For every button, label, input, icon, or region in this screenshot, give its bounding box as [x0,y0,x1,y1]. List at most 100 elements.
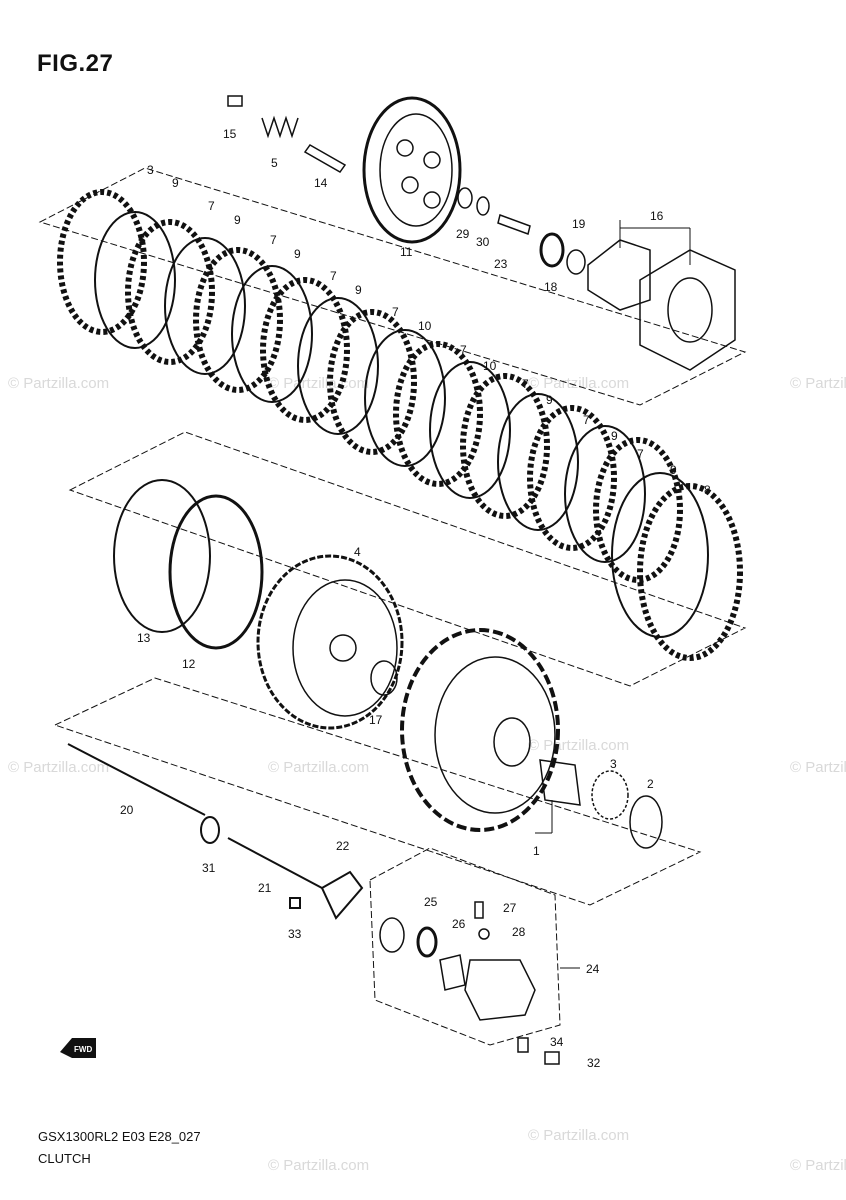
driven-plate [94,211,176,349]
callout-13: 13 [137,631,151,645]
clutch-plate-stack [57,189,743,661]
fwd-label: FWD [74,1045,92,1054]
drive-plate-no2 [637,483,743,661]
callout-16: 16 [650,209,664,223]
driven-plate [497,393,579,531]
watermark-text: © Partzilla.com [790,1157,846,1174]
cylinder-body [464,959,536,1021]
watermark-text: © Partzilla.com [268,759,369,776]
drive-plate [327,309,417,455]
hub-center [329,634,357,662]
callout-25: 25 [424,895,438,909]
driven-plate [611,472,709,638]
pressure-plate-inner [379,113,453,227]
callout-18: 18 [544,280,558,294]
callout-10: 10 [418,319,432,333]
push-piece [200,816,220,844]
driven-plate [231,265,313,403]
callout-9: 9 [294,247,301,261]
watermark-text: © Partzilla.com [790,759,846,776]
gear-hub [667,277,713,343]
callout-10: 10 [483,359,497,373]
thrust-washer [629,795,663,849]
watermark-text: © Partzilla.com [8,375,109,392]
callout-labels: 3 9 7 9 7 9 7 9 7 10 7 10 7 9 7 9 7 9 8 … [120,127,711,1070]
callout-4: 4 [354,545,361,559]
callout-23: 23 [494,257,508,271]
watermark-text: © Partzilla.com [268,1157,369,1174]
callout-21: 21 [258,881,272,895]
lower-plate-group-box [68,431,747,687]
drive-plate [125,219,215,365]
callout-12: 12 [182,657,196,671]
callout-20: 20 [120,803,134,817]
watermark-text: © Partzilla.com [790,375,846,392]
callout-9: 9 [611,429,618,443]
snap-rings [113,479,264,650]
pressure-plate [362,96,462,244]
wire-ring [113,479,211,633]
callout-24: 24 [586,962,600,976]
callout-7: 7 [270,233,277,247]
callout-14: 14 [314,176,328,190]
drive-plate [593,437,683,583]
callout-3: 3 [610,757,617,771]
pressure-plate-assembly [227,95,736,371]
driven-plate [564,425,646,563]
cylinder-bolt [544,1051,560,1065]
callout-7: 7 [330,269,337,283]
callout-3: 3 [147,163,154,177]
bleeder-valve [474,901,484,919]
fwd-arrow-icon: FWD [60,1038,96,1058]
drive-plate [393,341,483,487]
drive-plate [57,189,147,335]
callout-32: 32 [587,1056,601,1070]
callout-7: 7 [522,377,529,391]
callout-15: 15 [223,127,237,141]
driven-plate [364,329,446,467]
pushrod-piece [497,214,531,235]
hub-splines [256,554,404,730]
callout-7: 7 [637,447,644,461]
housing-bore [493,717,531,767]
callout-1: 1 [533,844,540,858]
push-rod-1 [67,743,206,816]
watermark-text: © Partzilla.com [8,759,109,776]
hub-face [292,579,398,717]
sleeve [539,759,581,806]
footer: GSX1300RL2 E03 E28_027 CLUTCH [38,1126,201,1170]
callout-7: 7 [583,413,590,427]
housing-face [434,656,556,814]
cap [478,928,490,940]
callout-9: 9 [172,176,179,190]
callout-34: 34 [550,1035,564,1049]
watermark-text: © Partzilla.com [528,1127,629,1144]
watermark-text: © Partzilla.com [528,737,629,754]
callout-19: 19 [572,217,586,231]
oil-seal [539,232,565,268]
bolt [227,95,243,107]
callout-8: 8 [704,483,711,497]
callout-9: 9 [234,213,241,227]
spring-bolt [303,144,347,173]
drive-plate [527,405,617,551]
callout-7: 7 [460,343,467,357]
primary-driven-gear [639,249,736,371]
callout-26: 26 [452,917,466,931]
bleeder-bolt [289,897,301,909]
driven-plate [297,297,379,435]
o-ring [566,249,586,275]
release-cylinder-group-box [369,847,561,1046]
push-rods [67,743,364,920]
callout-7: 7 [392,305,399,319]
spring-seat-ring [168,494,264,650]
spring-boss [423,191,441,209]
release-lever [320,870,364,920]
drive-plate [460,373,550,519]
primary-driven-gear-assembly [400,628,663,849]
housing-teeth [400,628,560,832]
callout-2: 2 [647,777,654,791]
callout-28: 28 [512,925,526,939]
callout-7: 7 [208,199,215,213]
